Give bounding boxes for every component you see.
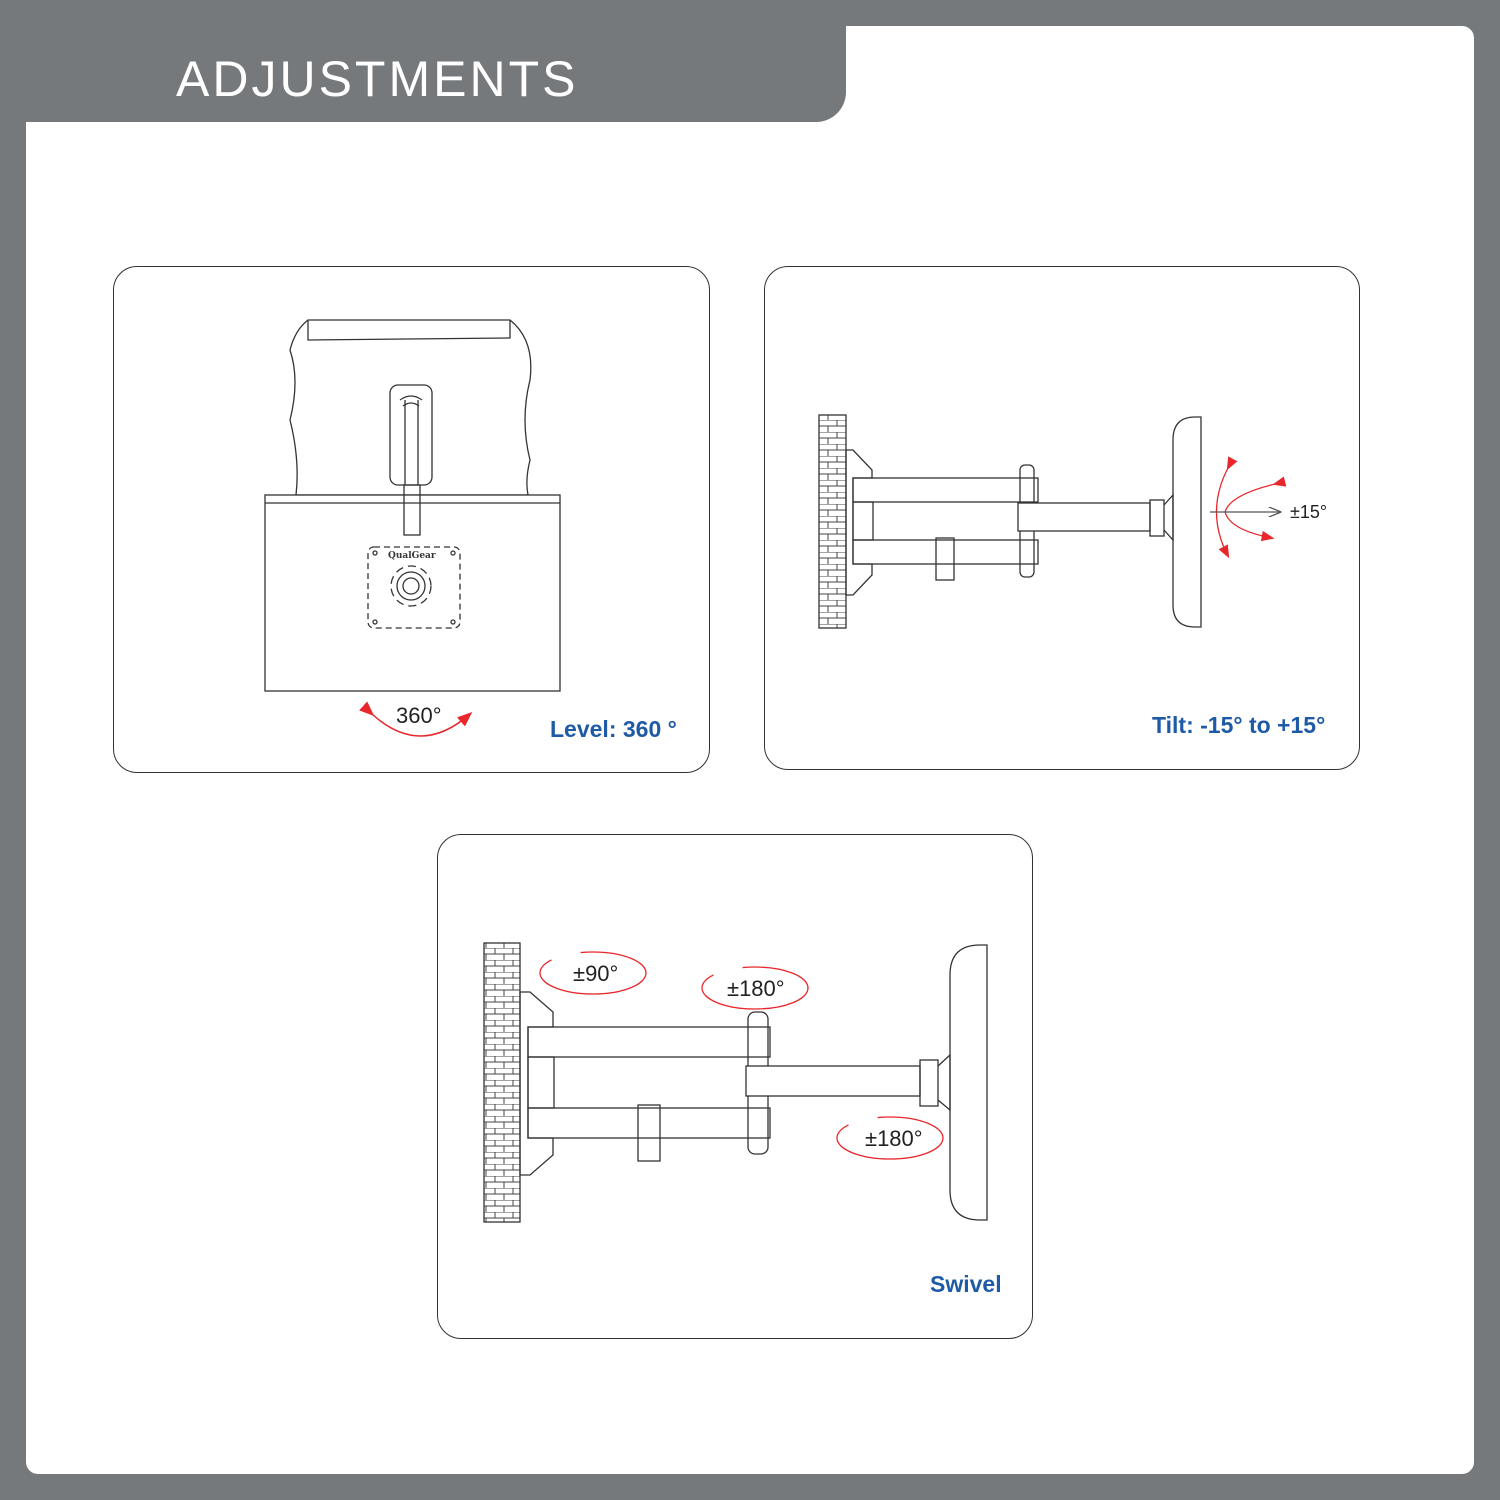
caption-swivel: Swivel [930, 1271, 1002, 1297]
page-title: ADJUSTMENTS [176, 51, 579, 107]
label-360: 360° [396, 703, 442, 728]
header-tab [0, 0, 846, 122]
caption-tilt: Tilt: -15° to +15° [1152, 712, 1326, 738]
label-15: ±15° [1290, 502, 1328, 522]
panel-swivel [437, 834, 1033, 1339]
label-180-a: ±180° [727, 976, 785, 1001]
monitor-top-view [264, 319, 561, 692]
swivel-arrow-2 [701, 966, 809, 1010]
caption-level: Level: 360 ° [550, 716, 677, 742]
swivel-arrow-1 [539, 951, 647, 995]
swivel-arm-drawing [483, 942, 988, 1223]
tilt-arrow-curved [1224, 476, 1287, 542]
label-90: ±90° [573, 961, 619, 986]
tilt-arm-drawing [818, 414, 1202, 629]
swivel-arrow-3 [836, 1116, 944, 1160]
label-180-b: ±180° [865, 1126, 923, 1151]
brand-logo-text: QualGear [388, 551, 436, 561]
rotation-arrow [359, 701, 473, 737]
